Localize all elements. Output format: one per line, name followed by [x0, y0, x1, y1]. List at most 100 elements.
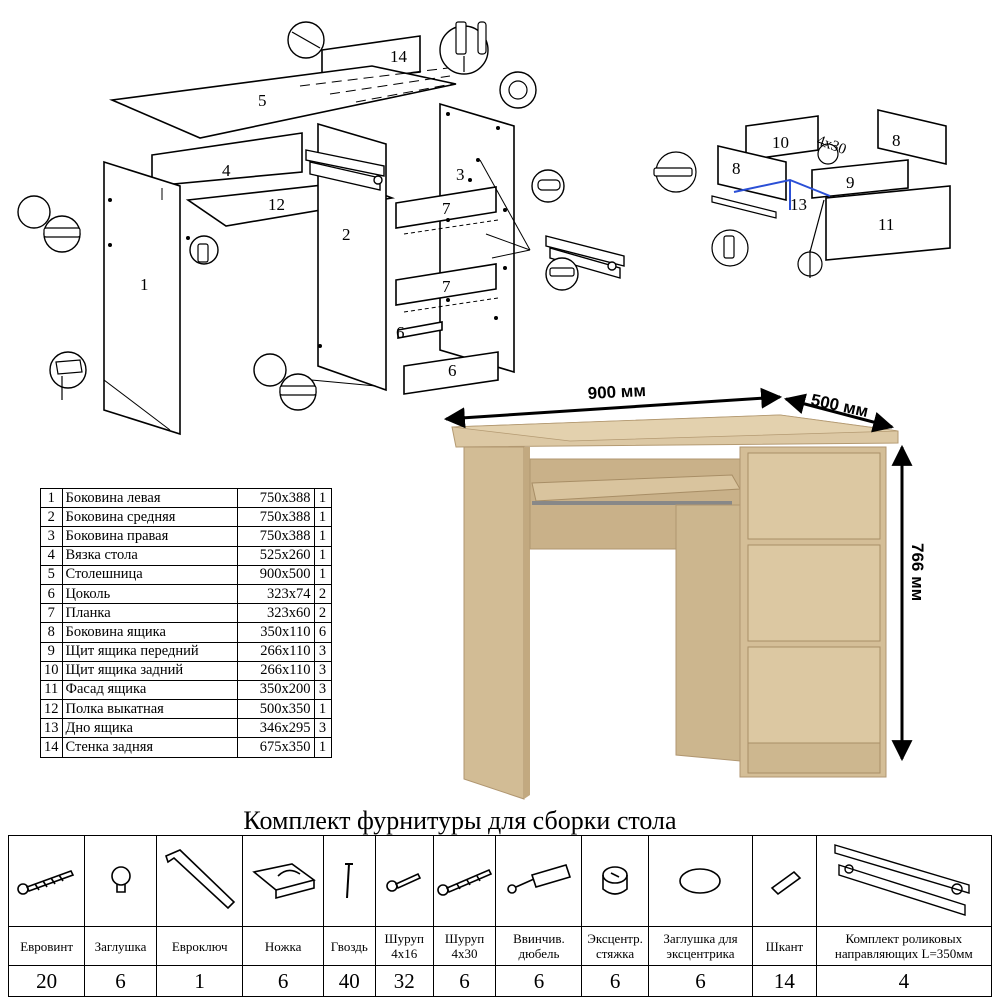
label-5: 5	[258, 91, 267, 110]
kit-qty-cell: 14	[752, 965, 817, 997]
label-7a: 7	[442, 199, 451, 218]
parts-cell-name: Столешница	[61, 564, 238, 585]
drawer-facade	[825, 185, 951, 261]
part-right-side	[439, 102, 515, 374]
drawer-back	[745, 115, 819, 161]
parts-cell-qty: 3	[313, 660, 332, 681]
parts-cell-name: Планка	[61, 603, 238, 624]
kit-qty-cell: 6	[242, 965, 324, 997]
cap-icon	[85, 864, 156, 898]
kit-label-line2: направляющих L=350мм	[834, 946, 973, 961]
label-14: 14	[390, 47, 408, 66]
eurovint-icon	[9, 861, 84, 901]
desk-drawer-1	[747, 452, 881, 540]
parts-cell-qty: 1	[313, 526, 332, 547]
parts-cell-n: 4	[40, 545, 63, 566]
kit-picture-cell	[242, 835, 324, 927]
kit-label-line1: Заглушка для	[663, 931, 738, 946]
label-7b: 7	[442, 277, 451, 296]
drawer-label-8b: 8	[732, 159, 741, 178]
hex-key-icon	[157, 846, 243, 916]
parts-cell-name: Дно ящика	[61, 718, 238, 739]
parts-cell-name: Боковина левая	[61, 487, 238, 509]
callout-cam-cap-2	[253, 353, 287, 387]
desk-drawer-3	[747, 646, 881, 744]
parts-cell-qty: 3	[313, 718, 332, 739]
drawer-label-13: 13	[790, 195, 807, 214]
parts-cell-name: Щит ящика задний	[61, 660, 238, 681]
label-2: 2	[342, 225, 351, 244]
kit-label-cell: Ножка	[242, 926, 324, 966]
kit-label-line1: Эксцентр.	[587, 931, 643, 946]
kit-label-line1: Шуруп	[384, 931, 424, 946]
drawer-exploded-diagram: 10 8 8 9 11 13 4x30	[653, 108, 951, 278]
kit-label-line1: Шуруп	[444, 931, 485, 946]
parts-cell-qty: 1	[313, 564, 332, 585]
kit-picture-cell	[432, 835, 497, 927]
kit-qty-cell: 20	[7, 965, 86, 997]
kit-label-line1: Евроключ	[171, 938, 228, 954]
label-4: 4	[222, 161, 231, 180]
part-plank-bottom	[395, 263, 497, 306]
parts-cell-n: 11	[40, 679, 63, 701]
roller-slide-icon	[817, 839, 991, 923]
drawer-label-8a: 8	[892, 131, 901, 150]
parts-cell-n: 1	[40, 487, 63, 509]
drawer-label-9: 9	[846, 173, 855, 192]
kit-label-line1: Заглушка	[94, 938, 147, 954]
part-middle-side	[317, 122, 387, 392]
parts-cell-name: Боковина средняя	[61, 507, 238, 528]
kit-label-line1: Гвоздь	[330, 938, 368, 954]
kit-qty-cell: 6	[432, 965, 497, 997]
dim-depth: 500 мм	[809, 390, 870, 421]
desk-drawer-2	[747, 544, 881, 642]
cam-lock-icon	[582, 861, 647, 901]
parts-cell-size: 500х350	[236, 699, 315, 720]
screw-4x16-icon	[376, 866, 433, 896]
parts-cell-qty: 3	[313, 641, 332, 662]
part-left-side	[103, 160, 181, 436]
kit-label-line2: 4х16	[391, 946, 418, 961]
kit-qty-cell: 40	[322, 965, 376, 997]
kit-picture-cell	[84, 835, 157, 927]
parts-cell-name: Фасад ящика	[61, 679, 238, 701]
kit-picture-cell	[374, 835, 434, 927]
kit-label-line1: Евровинт	[20, 938, 73, 954]
parts-cell-qty: 1	[313, 699, 332, 720]
kit-qty-cell: 1	[155, 965, 244, 997]
label-6a: 6	[396, 323, 405, 342]
parts-cell-size: 346х295	[236, 718, 315, 739]
parts-cell-size: 675х350	[236, 737, 315, 758]
hardware-kit-table: Евровинт Заглушка Евроключ Ножка Гвоздь Шуруп…	[7, 835, 993, 997]
part-tie-panel	[151, 132, 303, 187]
kit-label-cell: Евроключ	[155, 926, 244, 966]
kit-picture-cell	[815, 835, 993, 927]
kit-qty-cell: 32	[374, 965, 434, 997]
kit-label-cell: Шкант	[752, 926, 817, 966]
parts-cell-n: 5	[40, 564, 63, 585]
drawer-side-left	[717, 144, 787, 202]
parts-cell-name: Щит ящика передний	[61, 641, 238, 662]
parts-cell-n: 10	[40, 660, 63, 681]
drawer-label-11: 11	[878, 215, 894, 234]
kit-qty-cell: 4	[815, 965, 993, 997]
kit-label-cell: Евровинт	[7, 926, 86, 966]
parts-cell-name: Стенка задняя	[61, 737, 238, 758]
parts-cell-size: 323х60	[236, 603, 315, 624]
kit-qty-cell: 6	[581, 965, 649, 997]
dowel-screw-icon	[496, 861, 581, 901]
parts-cell-qty: 2	[313, 603, 332, 624]
dim-width: 900 мм	[587, 381, 646, 403]
kit-picture-cell	[322, 835, 376, 927]
label-6b: 6	[448, 361, 457, 380]
